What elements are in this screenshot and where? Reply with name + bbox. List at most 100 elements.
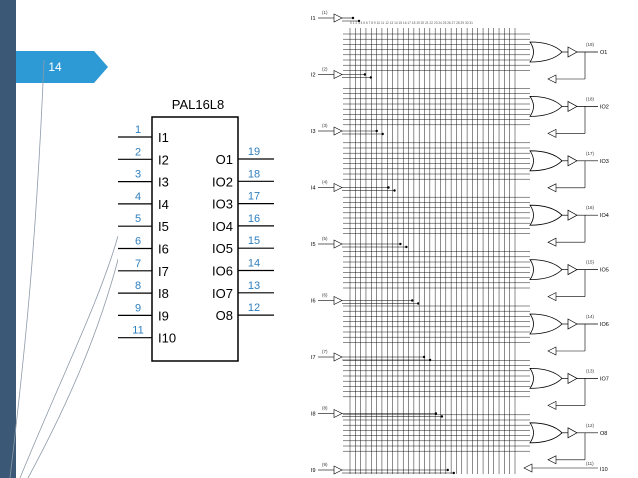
chip-title: PAL16L8 (172, 97, 225, 112)
input-pin-number: (4) (322, 180, 328, 185)
output-pin-number: (19) (586, 42, 595, 47)
output-label: IO6 (600, 322, 609, 328)
right-pin-label: IO7 (212, 286, 233, 301)
input-label: I8 (311, 412, 316, 418)
decorative-curves (9, 59, 121, 478)
input-buffer-shape (333, 70, 343, 79)
right-pin-label: O8 (216, 308, 233, 323)
output-pin-number: (18) (586, 96, 595, 101)
pal16l8-logic-diagram: 0 1 2 3 4 5 6 7 8 9 10 11 12 13 14 15 16… (308, 10, 610, 478)
output-label: IO5 (600, 268, 609, 274)
right-pin-number: 16 (248, 213, 260, 225)
input-pin-number: (1) (322, 10, 328, 15)
output-pin-number: (15) (586, 260, 595, 265)
right-pin-number: 17 (248, 191, 260, 203)
junction-dot (422, 355, 426, 359)
sidebar-accent-bar (0, 0, 16, 478)
feedback-buffer-shape (523, 463, 533, 473)
junction-dot (375, 129, 378, 133)
or-gate-shape (529, 150, 563, 172)
left-pin-label: I1 (158, 130, 169, 145)
output-label: IO2 (600, 104, 609, 110)
or-gate-shape (529, 313, 563, 335)
left-pin-label: I8 (158, 286, 169, 301)
right-pin-number: 18 (248, 168, 260, 180)
input-pin-number: (9) (322, 462, 328, 467)
input-label: I3 (311, 129, 316, 135)
left-pin-number: 2 (135, 146, 141, 158)
left-pin-number: 4 (135, 191, 141, 203)
output-buffer-shape (567, 46, 578, 58)
input-pin-number: (8) (322, 406, 328, 411)
output-buffer-shape (567, 155, 578, 167)
input-label: I7 (311, 355, 316, 361)
or-gate-shape (529, 367, 563, 389)
left-pin-number: 3 (135, 169, 141, 181)
output-buffer-shape (567, 372, 578, 384)
output-pin-number: (13) (586, 368, 595, 373)
fuse-matrix (318, 13, 598, 475)
input-pin-number: (3) (322, 123, 328, 128)
input-buffer-shape (333, 296, 343, 305)
column-numbers: 0 1 2 3 4 5 6 7 8 9 10 11 12 13 14 15 16… (350, 21, 473, 25)
input-label: I4 (311, 186, 316, 192)
output-label: IO3 (600, 159, 609, 165)
left-pin-number: 7 (135, 258, 141, 270)
left-pin-number: 6 (135, 236, 141, 248)
left-pin-label: I5 (158, 219, 169, 234)
left-pin-label: I10 (158, 331, 176, 346)
input-label: I2 (311, 73, 316, 79)
left-pin-label: I6 (158, 242, 169, 257)
right-pin-label: IO2 (212, 174, 233, 189)
output-label: IO7 (600, 376, 609, 382)
output-pin-number: (12) (586, 423, 595, 428)
or-gate-shape (529, 259, 563, 281)
right-pin-number: 13 (248, 280, 260, 292)
right-pin-number: 12 (248, 302, 260, 314)
output-pin-number: (14) (586, 314, 595, 319)
or-gate-shape (529, 422, 563, 444)
input-buffer-shape (333, 352, 343, 362)
input-label: I6 (311, 299, 316, 305)
output-label: I10 (600, 467, 608, 473)
junction-dot (452, 471, 455, 475)
input-pin-number: (5) (322, 236, 328, 241)
output-buffer-shape (567, 100, 578, 112)
right-pin-label: IO6 (212, 264, 233, 279)
input-buffer-shape (333, 13, 343, 23)
junction-dot (411, 299, 414, 302)
or-gate-shape (529, 95, 563, 117)
input-pin-number: (7) (322, 349, 328, 354)
junction-dot (440, 415, 444, 418)
junction-dot (428, 358, 432, 362)
logic-diagram-background (308, 12, 610, 478)
right-pin-number: 19 (248, 146, 260, 158)
input-pin-number: (6) (322, 293, 328, 298)
junction-dot (393, 189, 396, 192)
left-pin-label: I9 (158, 308, 169, 323)
input-buffer-shape (333, 183, 343, 192)
junction-dot (387, 186, 390, 189)
right-pin-label: IO5 (212, 241, 233, 256)
junction-dot (363, 73, 367, 76)
output-pin-number: (16) (586, 205, 595, 210)
left-pin-number: 1 (135, 124, 141, 136)
junction-dot (351, 16, 355, 20)
output-label: O1 (600, 50, 607, 56)
output-buffer-shape (567, 318, 578, 330)
right-pin-number: 15 (248, 235, 260, 247)
input-label: I1 (311, 16, 316, 22)
input-label: I9 (311, 468, 316, 474)
junction-dot (434, 412, 438, 415)
input-buffer-shape (333, 465, 343, 475)
junction-dot (381, 132, 384, 136)
junction-dot (405, 245, 408, 249)
left-pin-label: I2 (158, 152, 169, 167)
junction-dot (446, 468, 449, 472)
page-number: 14 (48, 60, 62, 74)
or-gate-shape (529, 41, 563, 63)
left-pin-label: I7 (158, 264, 169, 279)
input-buffer-shape (333, 409, 343, 418)
input-label: I5 (311, 242, 316, 248)
